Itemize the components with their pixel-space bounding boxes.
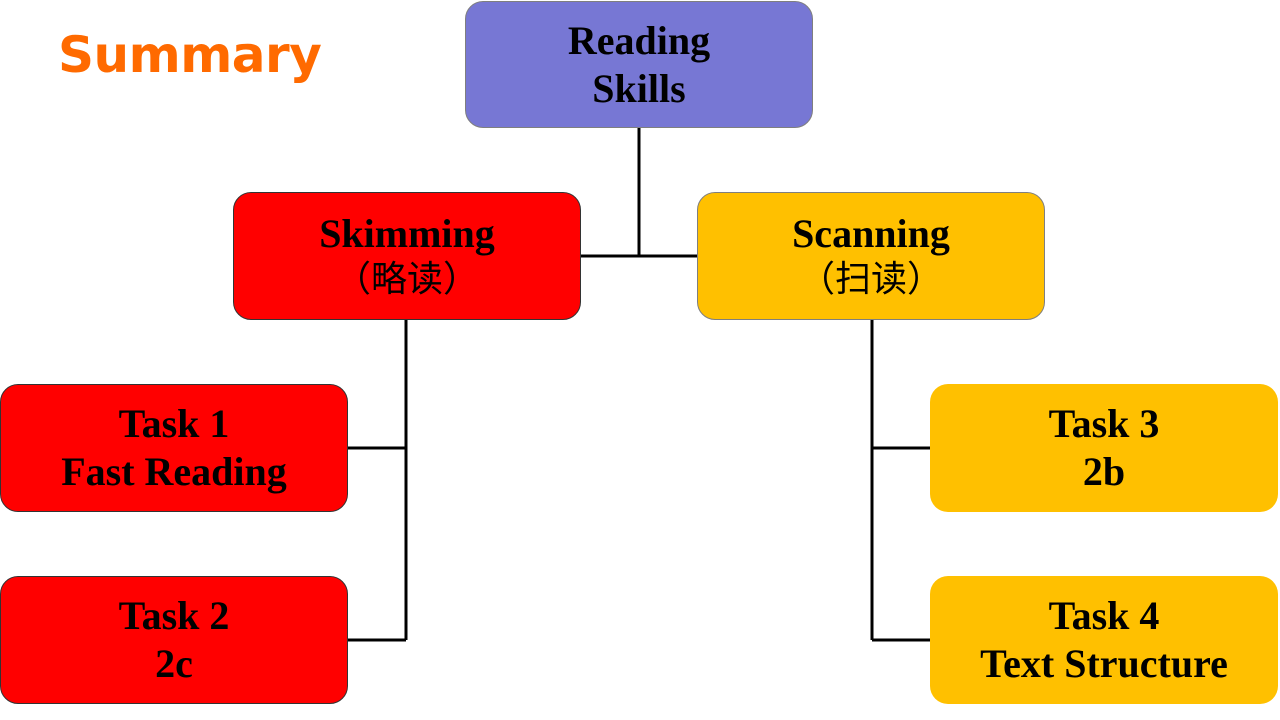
slide-heading: Summary bbox=[58, 26, 322, 84]
node-task-3: Task 3 2b bbox=[930, 384, 1278, 512]
node-task-1: Task 1 Fast Reading bbox=[0, 384, 348, 512]
node-scanning-line1: Scanning bbox=[792, 211, 950, 257]
node-task-3-line1: Task 3 bbox=[1048, 401, 1160, 446]
node-reading-skills: Reading Skills bbox=[465, 1, 813, 128]
node-reading-skills-line2: Skills bbox=[592, 65, 686, 111]
node-task-4: Task 4 Text Structure bbox=[930, 576, 1278, 704]
node-task-1-line1: Task 1 bbox=[118, 401, 230, 446]
node-skimming-line1: Skimming bbox=[319, 211, 495, 257]
node-reading-skills-line1: Reading bbox=[567, 17, 711, 63]
node-task-1-line2: Fast Reading bbox=[61, 449, 287, 494]
node-scanning-line2: （扫读） bbox=[798, 259, 943, 301]
node-task-2: Task 2 2c bbox=[0, 576, 348, 704]
node-task-2-line2: 2c bbox=[155, 641, 193, 686]
node-scanning: Scanning （扫读） bbox=[697, 192, 1045, 320]
node-task-3-line2: 2b bbox=[1082, 449, 1126, 494]
node-task-4-line2: Text Structure bbox=[980, 641, 1228, 686]
node-skimming-line2: （略读） bbox=[334, 259, 479, 301]
node-task-2-line1: Task 2 bbox=[118, 593, 230, 638]
node-task-4-line1: Task 4 bbox=[1048, 593, 1160, 638]
node-skimming: Skimming （略读） bbox=[233, 192, 581, 320]
